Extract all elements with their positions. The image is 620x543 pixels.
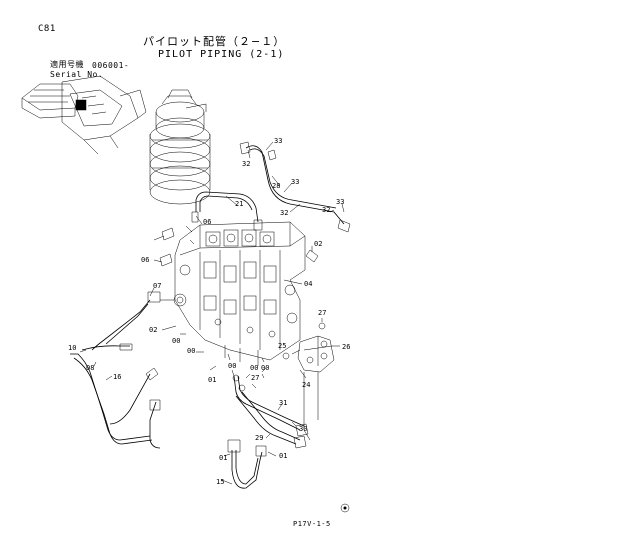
callout-01: 01 [219, 454, 227, 462]
callout-10: 10 [68, 344, 76, 352]
callout-00: 00 [187, 347, 195, 355]
pilot-bracket [282, 322, 335, 441]
control-valve-block [160, 221, 306, 366]
pilot-hoses-left [70, 291, 161, 449]
callout-25: 25 [278, 342, 286, 350]
callout-02: 02 [314, 240, 322, 248]
callout-33: 33 [291, 178, 299, 186]
callout-32: 32 [280, 209, 288, 217]
callout-07: 07 [153, 282, 161, 290]
page-reference: P17V-1-5 [293, 520, 331, 528]
callout-33: 33 [336, 198, 344, 206]
callout-00: 00 [228, 362, 236, 370]
page-title-en: PILOT PIPING (2-1) [158, 49, 285, 60]
callout-32: 32 [322, 206, 330, 214]
callout-00: 00 [250, 364, 258, 372]
callout-24: 24 [302, 381, 310, 389]
callout-04: 04 [304, 280, 312, 288]
callout-27: 27 [318, 309, 326, 317]
leader-lines [79, 141, 345, 485]
callout-08: 08 [86, 364, 94, 372]
page-code: C81 [38, 24, 56, 34]
callout-01: 01 [208, 376, 216, 384]
callout-33: 33 [274, 137, 282, 145]
callout-28: 28 [272, 182, 280, 190]
serial-label-en: Serial No. [50, 70, 104, 79]
pilot-hoses-lower [227, 374, 309, 489]
callout-16: 16 [113, 373, 121, 381]
serial-label-jp: 適用号機 [50, 60, 84, 69]
callout-31: 31 [279, 399, 287, 407]
excavator-thumbnail [21, 75, 147, 155]
serial-value: 006001- [92, 61, 130, 70]
pilot-hoses-upper [159, 141, 351, 267]
callout-32: 32 [242, 160, 250, 168]
callout-26: 26 [342, 343, 350, 351]
callout-06: 06 [141, 256, 149, 264]
callout-01: 01 [279, 452, 287, 460]
callout-06: 06 [203, 218, 211, 226]
callout-00: 00 [172, 337, 180, 345]
callout-29: 29 [255, 434, 263, 442]
revision-mark-icon [340, 503, 350, 513]
page-title-jp: パイロット配管（２−１） [143, 35, 286, 48]
callout-21: 21 [235, 200, 243, 208]
callout-labels: 33 32 28 33 32 32 33 21 06 06 02 04 07 0… [68, 137, 350, 486]
callout-00: 00 [261, 364, 269, 372]
callout-27: 27 [251, 374, 259, 382]
swing-motor-assembly [149, 89, 211, 205]
callout-30: 30 [299, 425, 307, 433]
callout-15: 15 [216, 478, 224, 486]
callout-02: 02 [149, 326, 157, 334]
